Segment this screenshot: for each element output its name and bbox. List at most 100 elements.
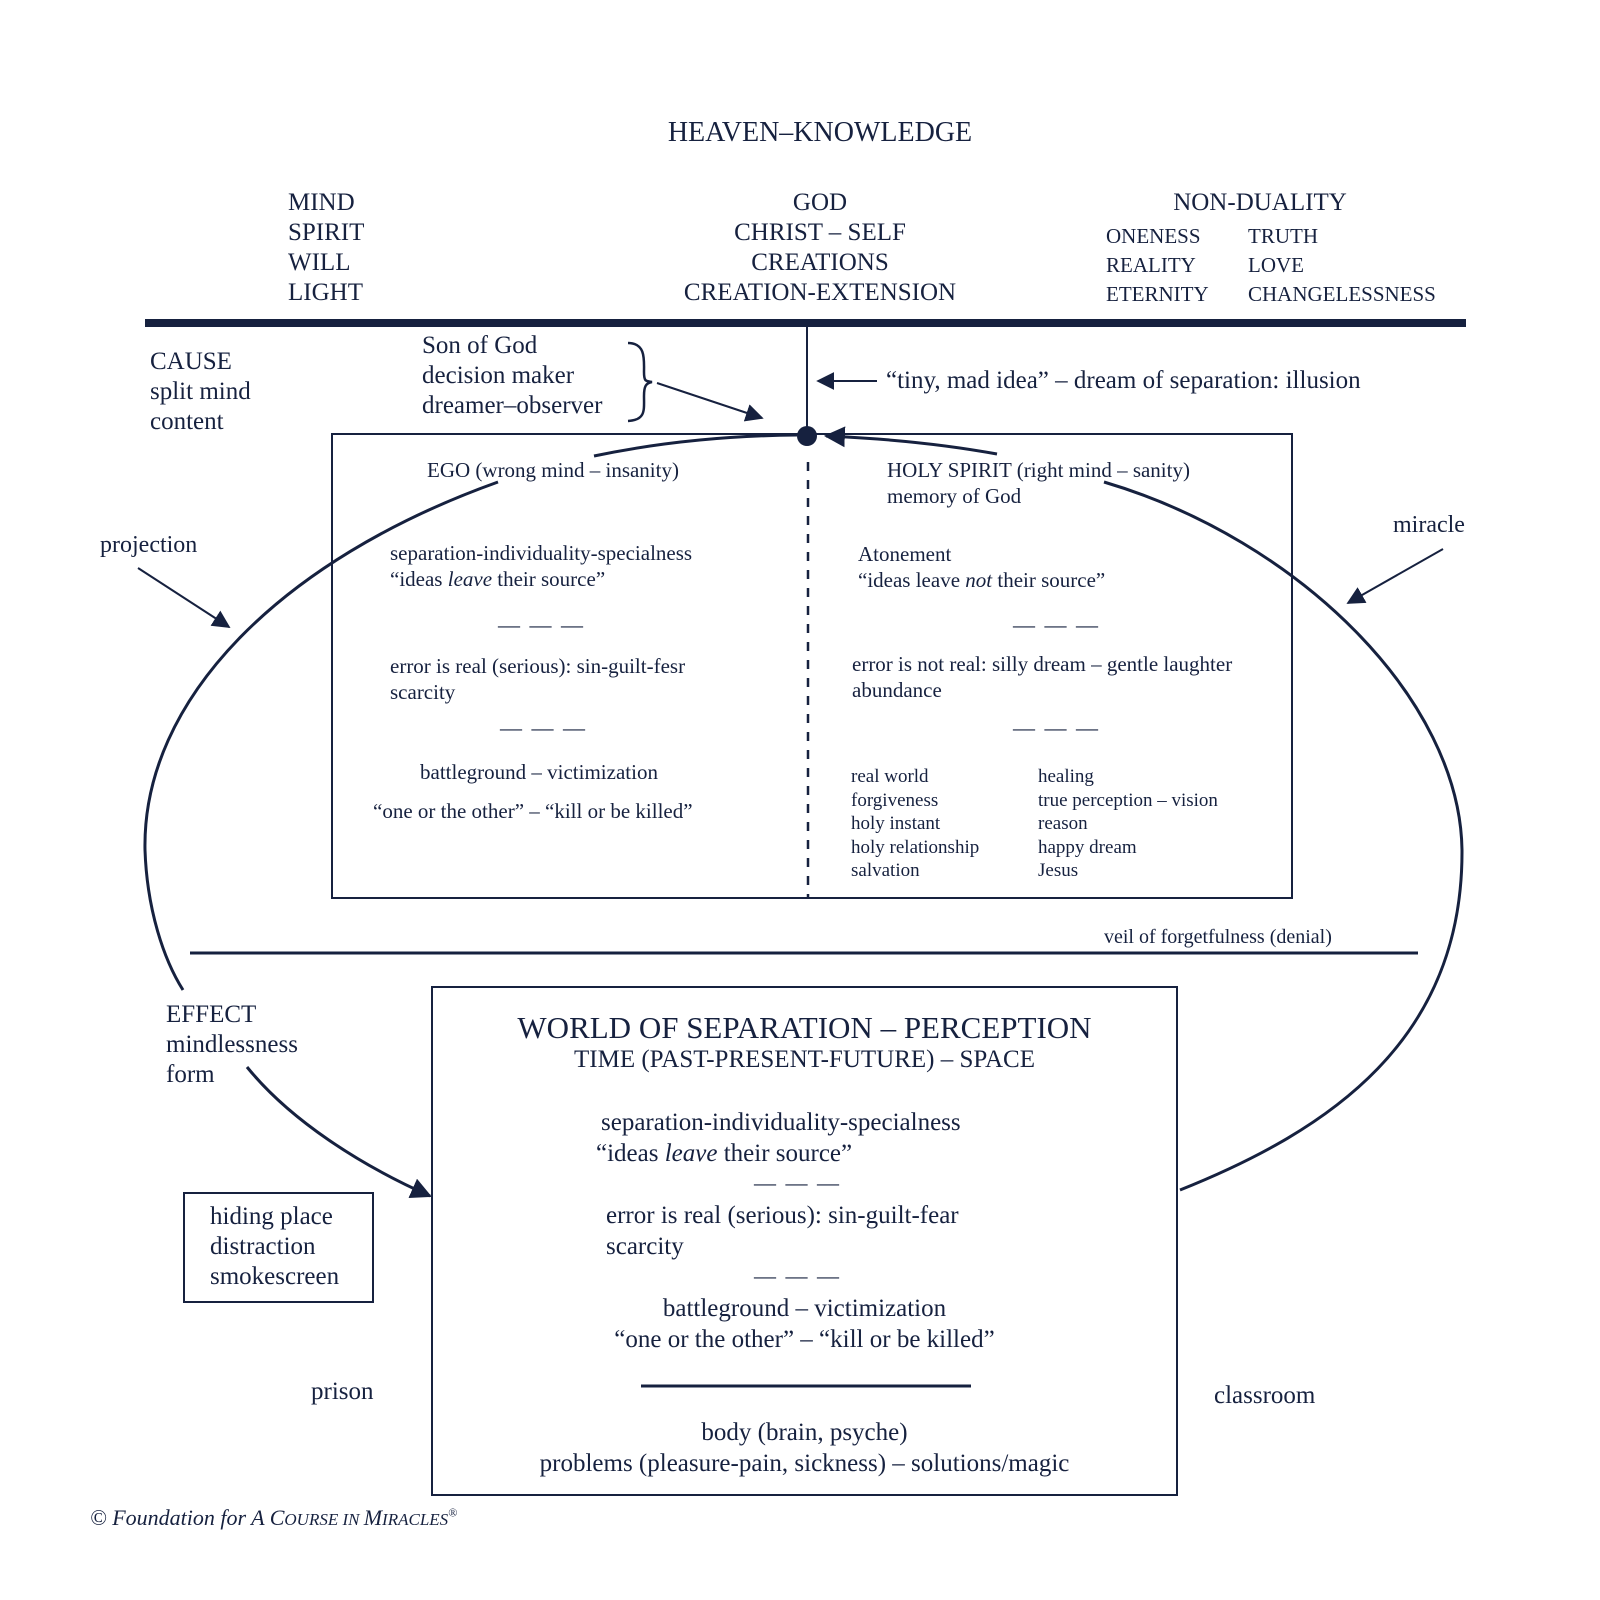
holy-divider-2: — — — (1013, 715, 1100, 740)
holy-col2-item: healing (1038, 766, 1094, 787)
world-line4: scarcity (606, 1233, 684, 1260)
copyright-c2: OURSE IN (284, 1510, 364, 1529)
non-duality-title: NON-DUALITY (1173, 189, 1347, 216)
non-duality-item: REALITY (1106, 253, 1196, 277)
effect-arrow (245, 1066, 432, 1198)
holy-line3: error is not real: silly dream – gentle … (852, 652, 1233, 676)
miracle-pointer (1346, 548, 1444, 604)
world-line7: body (brain, psyche) (701, 1419, 908, 1446)
projection-pointer (137, 567, 231, 628)
holy-line1: Atonement (858, 542, 952, 566)
world-line5: battleground – victimization (662, 1295, 947, 1322)
classroom-label: classroom (1214, 1382, 1316, 1409)
world-line2-pre: “ideas (596, 1140, 665, 1167)
heaven-left-item: MIND (288, 189, 355, 216)
projection-label: projection (100, 532, 198, 558)
son-brace (627, 341, 653, 423)
projection-arc (143, 480, 499, 991)
miracle-arc (1103, 480, 1464, 1192)
holy-spirit-title: HOLY SPIRIT (right mind – sanity) (887, 458, 1190, 482)
holy-divider-1: — — — (1013, 612, 1100, 637)
hiding-place-label: hiding place distraction smokescreen (210, 1202, 339, 1292)
tiny-mad-idea-label: “tiny, mad idea” – dream of separation: … (886, 367, 1361, 394)
hiding-line: smokescreen (210, 1263, 340, 1290)
prison-label: prison (311, 1378, 374, 1405)
non-duality-col2: TRUTH LOVE CHANGELESSNESS (1248, 222, 1436, 309)
holy-col2-item: true perception – vision (1038, 789, 1218, 811)
non-duality-item: ONENESS (1106, 224, 1201, 248)
cause-line: CAUSE (150, 348, 232, 375)
world-divider-2: — — — (754, 1263, 841, 1288)
ego-line2-pre: “ideas (390, 567, 448, 591)
holy-line2-post: their source” (992, 568, 1106, 592)
holy-col2-item: reason (1038, 813, 1088, 834)
copyright-m1: M (363, 1505, 383, 1530)
effect-line: mindlessness (166, 1031, 298, 1058)
ego-line2-post: their source” (492, 567, 606, 591)
effect-label: EFFECT mindlessness form (166, 1000, 298, 1090)
heaven-center-item: CHRIST – SELF (734, 219, 906, 246)
non-duality-item: TRUTH (1248, 224, 1318, 248)
heaven-left-item: WILL (288, 249, 351, 276)
world-line8: problems (pleasure-pain, sickness) – sol… (539, 1450, 1070, 1477)
world-box (431, 986, 1178, 1496)
ego-divider-2: — — — (500, 715, 587, 740)
non-duality-item: ETERNITY (1106, 282, 1209, 306)
holy-line2-em: not (965, 568, 993, 592)
world-line3: error is real (serious): sin-guilt-fear (606, 1202, 959, 1229)
holy-line4: abundance (852, 678, 942, 702)
miracle-label: miracle (1393, 512, 1465, 538)
world-line1: separation-individuality-specialness (601, 1109, 961, 1136)
world-subtitle: TIME (PAST-PRESENT-FUTURE) – SPACE (574, 1046, 1035, 1073)
holy-col1: real world forgiveness holy instant holy… (851, 765, 979, 883)
heaven-left-item: SPIRIT (288, 219, 365, 246)
copyright-pre: © Foundation for A (90, 1505, 270, 1530)
world-line2-post: their source” (717, 1140, 853, 1167)
holy-col1-item: real world (851, 766, 929, 787)
world-line2: “ideas leave their source” (596, 1139, 852, 1169)
copyright-c1: C (269, 1505, 285, 1530)
son-line: decision maker (422, 362, 575, 389)
heaven-left-item: LIGHT (288, 279, 363, 306)
hiding-place-box (183, 1192, 374, 1303)
hiding-line: distraction (210, 1233, 316, 1260)
ego-line1: separation-individuality-specialness (390, 541, 693, 565)
ego-line4: scarcity (390, 680, 456, 704)
heaven-center-item: CREATION-EXTENSION (683, 279, 957, 306)
ego-line2-em: leave (447, 567, 493, 591)
holy-line2: “ideas leave not their source” (858, 568, 1105, 593)
ego-line2: “ideas leave their source” (390, 567, 605, 592)
registered-mark: ® (448, 1505, 458, 1520)
ego-arc-top (593, 433, 798, 458)
holy-col1-item: holy relationship (851, 836, 980, 858)
cause-label: CAUSE split mind content (150, 347, 251, 437)
heaven-center-item: CREATIONS (751, 249, 889, 276)
decision-dot (797, 426, 817, 446)
heaven-left-list: MIND SPIRIT WILL LIGHT (288, 188, 364, 308)
son-arrow (656, 382, 764, 422)
heaven-center-item: GOD (792, 189, 848, 216)
ego-line5: battleground – victimization (420, 760, 658, 784)
non-duality-item: CHANGELESSNESS (1248, 282, 1436, 306)
holy-col1-item: forgiveness (851, 789, 939, 811)
veil-label: veil of forgetfulness (denial) (1104, 926, 1332, 948)
ego-line6: “one or the other” – “kill or be killed” (373, 799, 693, 823)
son-line: Son of God (422, 332, 538, 359)
non-duality-item: LOVE (1248, 253, 1304, 277)
ego-line3: error is real (serious): sin-guilt-fesr (390, 654, 686, 678)
world-line6: “one or the other” – “kill or be killed” (614, 1326, 995, 1353)
copyright: © Foundation for A COURSE IN MIRACLES® (90, 1505, 457, 1531)
world-line2-em: leave (664, 1140, 718, 1167)
ego-title: EGO (wrong mind – insanity) (427, 458, 679, 482)
effect-line: form (166, 1061, 215, 1088)
world-title: WORLD OF SEPARATION – PERCEPTION (517, 1010, 1092, 1045)
ego-divider-1: — — — (498, 612, 585, 637)
son-line: dreamer–observer (422, 392, 603, 419)
holy-col1-item: holy instant (851, 813, 941, 834)
holy-spirit-arc-top (823, 426, 998, 456)
non-duality-col1: ONENESS REALITY ETERNITY (1106, 222, 1209, 309)
holy-col1-item: salvation (851, 860, 920, 881)
effect-line: EFFECT (166, 1001, 257, 1028)
